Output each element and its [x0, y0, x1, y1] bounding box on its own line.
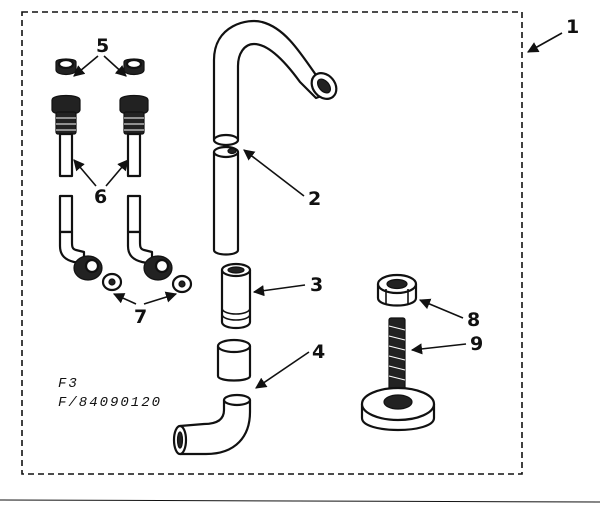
bolt-part: [360, 317, 436, 432]
scan-edge: [0, 499, 601, 503]
callout-8-label: 8: [467, 309, 480, 331]
callout-7-label: 7: [134, 306, 147, 328]
figure-code-line1: F3: [58, 376, 79, 392]
callout-2-label: 2: [308, 188, 321, 210]
coupling-part: [220, 262, 252, 330]
callout-3-label: 3: [310, 274, 323, 296]
callout-3: 3: [252, 274, 323, 297]
callout-5-label: 5: [96, 35, 109, 57]
right-fitting-assembly: [119, 58, 193, 294]
figure-code-line2: F/84090120: [58, 395, 162, 411]
callout-4-label: 4: [312, 341, 325, 363]
callout-2: 2: [243, 149, 321, 210]
spout-part: [212, 19, 338, 256]
kit-border: [21, 11, 523, 475]
callout-9: 9: [410, 333, 483, 355]
elbow-part: [172, 338, 252, 456]
callout-7: 7: [112, 291, 178, 328]
cap-nut-part: [376, 273, 418, 307]
callout-6-label: 6: [94, 186, 107, 208]
left-fitting-assembly: [51, 58, 123, 292]
callout-5: 5: [73, 35, 127, 77]
callout-4: 4: [255, 341, 325, 389]
callout-6: 6: [73, 159, 129, 208]
callout-9-label: 9: [470, 333, 483, 355]
callout-8: 8: [418, 298, 480, 331]
callout-1-label: 1: [566, 16, 579, 38]
callout-1: 1: [527, 16, 579, 53]
